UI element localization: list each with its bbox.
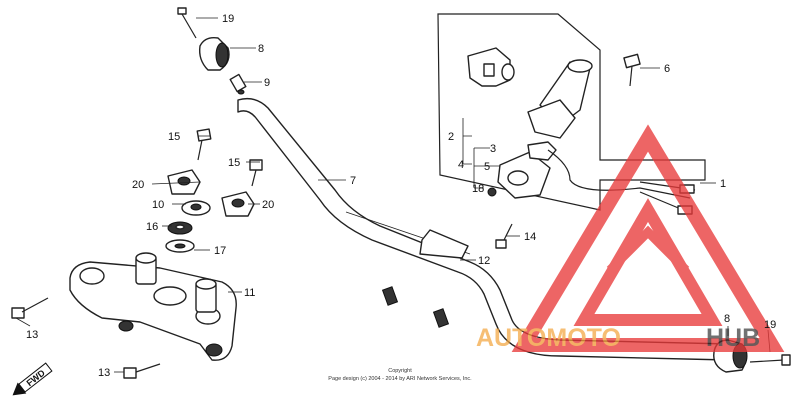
switch-clamp-part xyxy=(467,47,515,87)
callout-15-right: 15 xyxy=(228,157,240,169)
bar-end-weight-top xyxy=(198,36,230,71)
throttle-grip xyxy=(527,59,593,139)
bolt-13-bottom xyxy=(123,363,161,379)
watermark-text-hub: HUB xyxy=(706,324,760,352)
callout-3: 3 xyxy=(490,143,496,155)
callout-8-bottom: 8 xyxy=(724,313,730,325)
leader-lines xyxy=(15,17,771,373)
callout-10: 10 xyxy=(152,199,164,211)
switch-lower-housing xyxy=(497,141,557,199)
upper-holder-20-left xyxy=(167,169,201,195)
bar-end-bolt-bottom xyxy=(749,354,791,366)
callout-14: 14 xyxy=(524,231,536,243)
bolt-15-right xyxy=(249,159,263,187)
callout-12: 12 xyxy=(478,255,490,267)
bolt-15-left xyxy=(196,128,212,161)
callout-4: 4 xyxy=(458,159,464,171)
upper-holder-20-right xyxy=(221,191,255,217)
callout-1: 1 xyxy=(720,178,726,190)
callout-20-right: 20 xyxy=(262,199,274,211)
callout-17: 17 xyxy=(214,245,226,257)
forward-direction-arrow: FWD xyxy=(12,362,53,396)
callout-16: 16 xyxy=(146,221,158,233)
automotohub-watermark: AUTOMOTO HUB xyxy=(476,124,785,352)
callout-13-bottom: 13 xyxy=(98,367,110,379)
handlebar-pipe xyxy=(237,97,731,361)
copyright-line-2: Page design (c) 2004 - 2014 by ARI Netwo… xyxy=(328,376,472,382)
screw-18 xyxy=(487,187,497,197)
callout-8-top: 8 xyxy=(258,43,264,55)
callout-5: 5 xyxy=(484,161,490,173)
callout-7: 7 xyxy=(350,175,356,187)
callout-13-left: 13 xyxy=(26,329,38,341)
callout-20-left: 20 xyxy=(132,179,144,191)
callout-18: 18 xyxy=(472,183,484,195)
watermark-triangle-mark xyxy=(606,225,690,274)
callout-labels: 19 8 9 15 15 20 20 10 16 17 11 13 13 7 1… xyxy=(26,13,776,379)
watermark-triangle-outer xyxy=(511,124,785,352)
screw-6 xyxy=(623,53,641,87)
watermark-text-automoto: AUTOMOTO xyxy=(476,324,621,352)
bolt-14 xyxy=(495,223,513,249)
washer-17 xyxy=(165,239,195,253)
callout-9: 9 xyxy=(264,77,270,89)
cushion-10 xyxy=(181,200,211,216)
nut-16 xyxy=(167,221,193,235)
callout-2: 2 xyxy=(448,131,454,143)
callout-19-top: 19 xyxy=(222,13,234,25)
collar-9 xyxy=(229,73,247,95)
copyright-note: Copyright Page design (c) 2004 - 2014 by… xyxy=(328,368,472,382)
bar-end-bolt-top xyxy=(177,7,197,39)
callout-6: 6 xyxy=(664,63,670,75)
bolt-13-left xyxy=(11,297,49,319)
top-bridge-11 xyxy=(69,252,237,361)
callout-19-bottom: 19 xyxy=(764,319,776,331)
callout-15-left: 15 xyxy=(168,131,180,143)
copyright-line-1: Copyright xyxy=(388,368,412,374)
bracket-12 xyxy=(419,229,469,259)
callout-11: 11 xyxy=(244,287,255,299)
